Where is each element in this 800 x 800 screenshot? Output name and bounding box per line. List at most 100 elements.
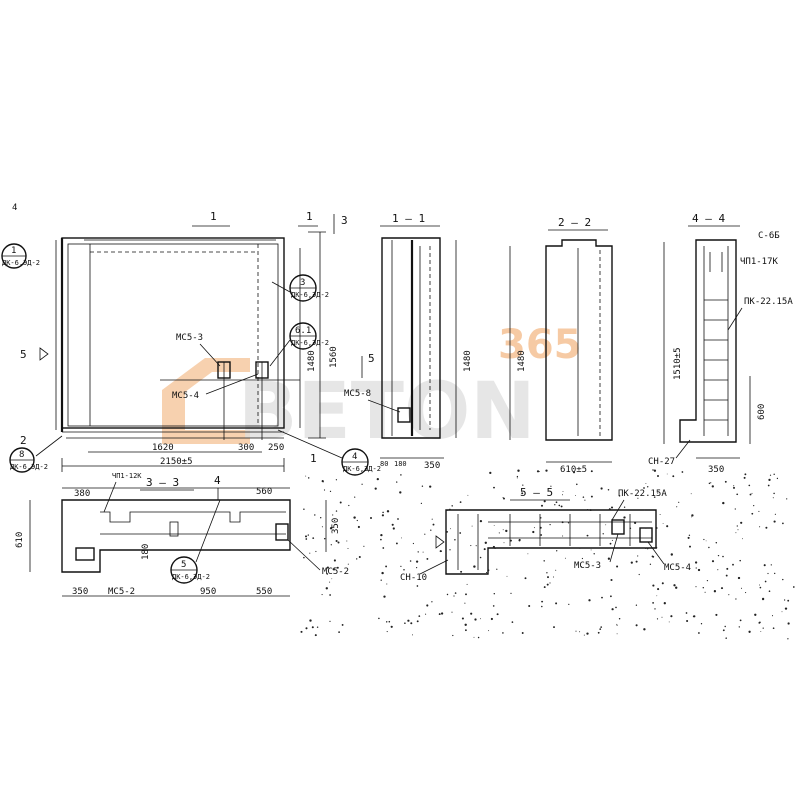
speckle-dot [329, 527, 333, 530]
speckle-dot [623, 516, 626, 519]
speckle-dot [307, 477, 310, 479]
speckle-dot [611, 608, 614, 611]
speckle-dot [602, 533, 604, 535]
speckle-dot [732, 486, 736, 489]
watermark-logo-mark [162, 358, 250, 444]
speckle-dot [670, 553, 673, 556]
speckle-dot [511, 621, 514, 623]
speckle-dot [404, 622, 406, 624]
speckle-dot [652, 584, 655, 587]
dim-1-1-350: 350 [424, 461, 440, 471]
speckle-dot [562, 494, 563, 496]
side-mark-2: 2 [20, 434, 27, 447]
speckle-dot [416, 585, 419, 587]
speckle-dot [380, 579, 382, 581]
callout-1: 1 ДК-6,ЭД-2 [1, 243, 40, 269]
speckle-dot [357, 525, 360, 529]
speckle-dot [391, 523, 394, 526]
speckle-dot [607, 557, 611, 560]
speckle-dot [717, 569, 719, 571]
speckle-dot [412, 542, 414, 545]
speckle-dot [367, 469, 369, 472]
speckle-dot [493, 486, 495, 489]
dim-3-3-560: 560 [256, 487, 272, 497]
speckle-dot [656, 595, 658, 597]
section-3-3-title: 3 — 3 [146, 476, 179, 489]
speckle-dot [643, 628, 646, 631]
speckle-dot [446, 593, 449, 596]
speckle-dot [659, 514, 661, 515]
speckle-dot [305, 627, 308, 630]
embed-label-mc5-4: МС5-4 [172, 391, 199, 401]
speckle-dot [361, 483, 363, 485]
section-1-1-embed: МС5-8 [344, 389, 371, 399]
speckle-dot [555, 569, 557, 571]
speckle-dot [376, 477, 379, 481]
speckle-dot [426, 604, 429, 607]
speckle-dot [409, 560, 412, 562]
speckle-dot [741, 538, 743, 540]
speckle-dot [572, 471, 576, 474]
speckle-dot [637, 555, 639, 557]
speckle-dot [492, 545, 495, 549]
dim-1-1-180: 180 [394, 460, 407, 468]
speckle-dot [759, 586, 762, 589]
speckle-dot [623, 506, 626, 508]
speckle-dot [597, 631, 600, 634]
speckle-dot [556, 550, 558, 552]
speckle-dot [536, 470, 540, 473]
speckle-dot [759, 621, 761, 624]
elevation-section-mark: 1 [210, 210, 217, 223]
speckle-dot [480, 618, 481, 620]
photocopy-speckle [300, 469, 795, 640]
speckle-dot [341, 623, 344, 626]
speckle-dot [541, 600, 544, 603]
speckle-dot [589, 509, 592, 512]
speckle-dot [706, 580, 709, 582]
speckle-dot [590, 470, 593, 473]
dim-3-3-350b: 350 [72, 587, 88, 597]
speckle-dot [490, 617, 493, 621]
speckle-dot [415, 560, 419, 563]
speckle-dot [555, 602, 558, 605]
speckle-dot [353, 516, 356, 519]
speckle-dot [503, 542, 505, 544]
speckle-dot [475, 545, 477, 547]
speckle-dot [464, 602, 466, 604]
speckle-dot [356, 558, 358, 560]
section-5-5: 5 — 5 ПК-22.15А СН-10 МС5-3 МС5-4 [400, 486, 691, 583]
speckle-dot [388, 620, 391, 623]
speckle-dot [575, 494, 576, 496]
speckle-dot [363, 545, 365, 547]
speckle-dot [417, 551, 419, 553]
speckle-dot [769, 474, 772, 476]
speckle-dot [493, 525, 495, 526]
dim-3-3-610: 610 [15, 532, 25, 548]
speckle-dot [666, 473, 668, 475]
speckle-dot [424, 533, 426, 535]
speckle-dot [749, 493, 752, 496]
speckle-dot [588, 599, 591, 602]
speckle-dot [768, 590, 771, 593]
speckle-dot [675, 586, 678, 589]
speckle-dot [608, 508, 611, 511]
speckle-dot [471, 525, 473, 527]
speckle-dot [440, 612, 444, 615]
dim-4-4-1510: 1510±5 [673, 347, 683, 380]
speckle-dot [477, 636, 480, 639]
speckle-dot [505, 529, 508, 533]
speckle-dot [449, 508, 451, 511]
speckle-dot [770, 564, 772, 566]
svg-text:ДК-6,ЭД-2: ДК-6,ЭД-2 [291, 339, 329, 347]
speckle-dot [496, 568, 498, 570]
speckle-dot [722, 555, 724, 558]
speckle-dot [768, 478, 771, 482]
speckle-dot [787, 638, 789, 640]
speckle-dot [758, 510, 760, 512]
section-4-4-title: 4 — 4 [692, 212, 725, 225]
speckle-dot [540, 504, 544, 507]
section-1-1-outline [381, 237, 441, 439]
speckle-dot [711, 485, 714, 488]
section-5-5-title: 5 — 5 [520, 486, 553, 499]
speckle-dot [630, 561, 633, 564]
